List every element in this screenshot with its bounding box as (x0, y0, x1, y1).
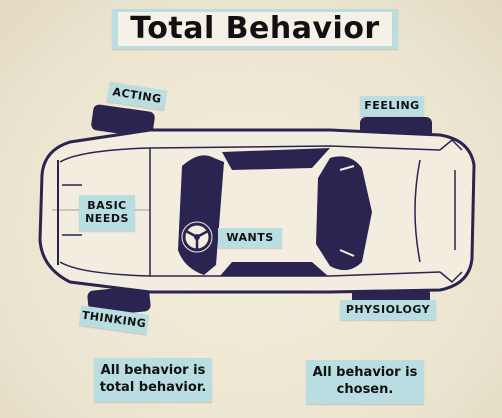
rear-window-top (220, 262, 328, 276)
note-left-line2: total behavior. (99, 380, 207, 395)
front-window (222, 148, 330, 170)
note-right: All behavior is chosen. (306, 360, 424, 404)
label-wants: WANTS (218, 228, 282, 248)
rear-window (316, 156, 372, 271)
page-title: Total Behavior (112, 9, 398, 49)
page-title-text: Total Behavior (118, 11, 392, 47)
note-left: All behavior is total behavior. (94, 358, 212, 402)
label-basic-needs: BASIC NEEDS (79, 195, 135, 231)
wheel-front-left (91, 104, 155, 138)
label-wants-text: WANTS (226, 230, 274, 244)
label-physiology: PHYSIOLOGY (340, 300, 436, 320)
label-feeling-text: FEELING (364, 98, 420, 112)
label-physiology-text: PHYSIOLOGY (345, 302, 431, 316)
note-right-line2: chosen. (336, 382, 394, 397)
label-basic-needs-line2: NEEDS (85, 212, 129, 225)
car-body (38, 128, 476, 294)
label-basic-needs-line1: BASIC (87, 199, 127, 213)
label-feeling: FEELING (360, 96, 424, 116)
label-acting-text: ACTING (111, 84, 163, 106)
note-left-line1: All behavior is (100, 363, 206, 379)
note-right-line1: All behavior is (312, 365, 418, 381)
steering-wheel-icon (181, 221, 213, 253)
